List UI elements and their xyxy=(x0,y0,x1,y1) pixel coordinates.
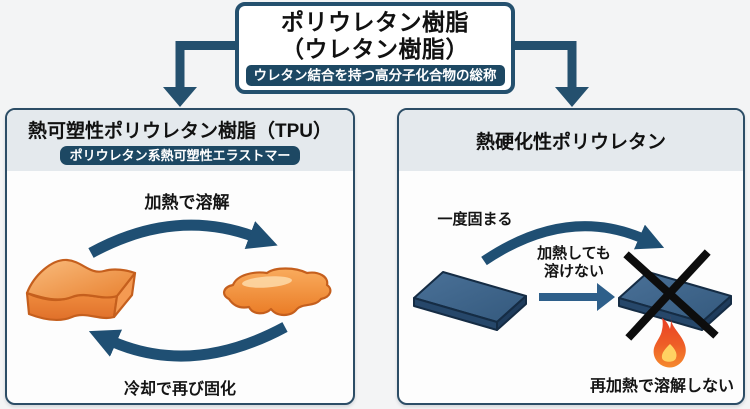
tpu-panel-title: 熱可塑性ポリウレタン樹脂（TPU） xyxy=(27,121,332,142)
flame-icon xyxy=(653,316,686,368)
cure-arrow-icon xyxy=(481,221,665,266)
no-melt-label-line1: 加熱しても xyxy=(537,245,611,262)
root-box: ポリウレタン樹脂 （ウレタン樹脂） ウレタン結合を持つ高分子化合物の総称 xyxy=(235,2,515,94)
thermoset-diagram xyxy=(413,221,732,368)
thermoset-panel: 熱硬化性ポリウレタン 一度固まる 加熱しても 溶けない 再加熱で溶解しない xyxy=(397,108,745,405)
right-branch-arrowhead-icon xyxy=(555,87,589,107)
left-branch-arrow-icon xyxy=(175,41,240,88)
right-branch-arrow-icon xyxy=(510,41,577,88)
melted-blob-icon xyxy=(223,267,332,317)
tpu-panel-badge: ポリウレタン系熱可塑性エラストマー xyxy=(59,146,301,165)
solid-block-icon xyxy=(25,258,137,322)
no-melt-label-line2: 溶けない xyxy=(543,263,604,280)
x-mark-icon xyxy=(623,249,719,341)
root-title-line1: ポリウレタン樹脂 xyxy=(281,9,469,35)
tpu-panel: 熱可塑性ポリウレタン樹脂（TPU） ポリウレタン系熱可塑性エラストマー 加熱で溶… xyxy=(5,108,355,405)
blob-highlight xyxy=(242,276,292,288)
flame-outer xyxy=(653,316,686,368)
melt-cycle-diagram xyxy=(25,219,332,362)
thermoset-panel-body: 一度固まる 加熱しても 溶けない 再加熱で溶解しない xyxy=(399,171,743,400)
no-remelt-label: 再加熱で溶解しない xyxy=(589,378,734,395)
blob-body xyxy=(223,267,332,317)
tpu-panel-body: 加熱で溶解 冷却で再び固化 xyxy=(7,171,353,400)
thermoset-panel-title: 熱硬化性ポリウレタン xyxy=(475,132,666,153)
block-top-face xyxy=(25,258,137,301)
thermoset-panel-header: 熱硬化性ポリウレタン xyxy=(399,110,743,171)
cool-solidify-label: 冷却で再び固化 xyxy=(123,381,236,398)
left-branch-arrowhead-icon xyxy=(163,87,197,107)
heat-arrow-icon xyxy=(539,283,615,311)
cycle-arrow-bottom-icon xyxy=(88,322,288,362)
root-badge: ウレタン結合を持つ高分子化合物の総称 xyxy=(245,65,505,86)
box-side-face xyxy=(496,295,527,331)
root-title-line2: （ウレタン樹脂） xyxy=(281,36,469,62)
cure-once-label: 一度固まる xyxy=(437,211,513,228)
flame-inner xyxy=(661,344,677,362)
tpu-panel-header: 熱可塑性ポリウレタン樹脂（TPU） ポリウレタン系熱可塑性エラストマー xyxy=(7,110,353,171)
cured-block-icon xyxy=(413,271,527,331)
cycle-arrow-top-icon xyxy=(88,219,278,258)
heat-melt-label: 加熱で溶解 xyxy=(144,193,230,212)
